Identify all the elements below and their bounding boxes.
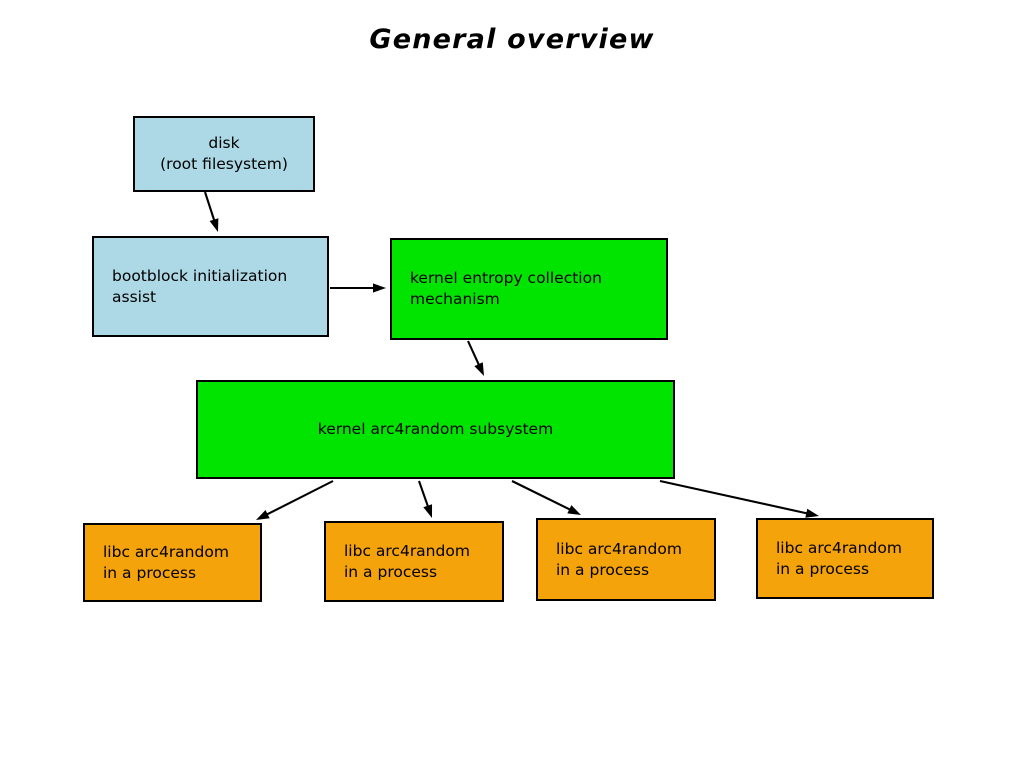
- node-bootblock-label: bootblock initialization assist: [112, 266, 288, 306]
- node-libc-arc4random-process-4[interactable]: libc arc4random in a process: [756, 518, 934, 599]
- node-kernel-entropy-collection-mechanism[interactable]: kernel entropy collection mechanism: [390, 238, 668, 340]
- node-libc-arc4random-process-1[interactable]: libc arc4random in a process: [83, 523, 262, 602]
- node-libc-arc4random-process-3[interactable]: libc arc4random in a process: [536, 518, 716, 601]
- edge-arc4random-to-libc4: [659, 479, 819, 518]
- node-libc2-label: libc arc4random in a process: [344, 541, 470, 581]
- node-kernel-arc4random-subsystem[interactable]: kernel arc4random subsystem: [196, 380, 675, 479]
- node-libc3-label: libc arc4random in a process: [556, 539, 682, 579]
- edge-arc4random-to-libc3: [511, 480, 581, 515]
- edge-arc4random-to-libc1: [256, 480, 334, 520]
- node-disk-label: disk (root filesystem): [160, 134, 288, 173]
- node-libc1-label: libc arc4random in a process: [103, 542, 229, 582]
- node-libc4-label: libc arc4random in a process: [776, 538, 902, 578]
- edge-bootblock-to-entropy: [330, 283, 386, 293]
- node-libc-arc4random-process-2[interactable]: libc arc4random in a process: [324, 521, 504, 602]
- page-title: General overview: [369, 24, 655, 55]
- node-disk[interactable]: disk (root filesystem): [133, 116, 315, 192]
- node-entropy-label: kernel entropy collection mechanism: [410, 269, 602, 308]
- node-bootblock-initialization-assist[interactable]: bootblock initialization assist: [92, 236, 329, 337]
- node-arc4random-label: kernel arc4random subsystem: [317, 420, 554, 439]
- edge-entropy-to-arc4random: [467, 340, 484, 376]
- edge-disk-to-bootblock: [204, 191, 219, 232]
- edge-arc4random-to-libc2: [418, 480, 433, 518]
